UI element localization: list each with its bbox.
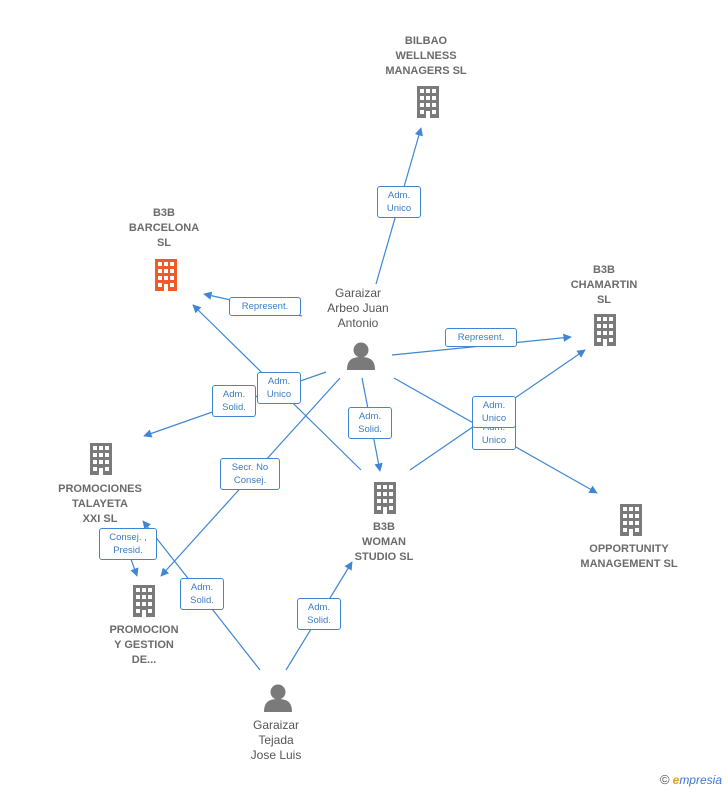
building-icon: [90, 443, 112, 475]
node-b3b-barcelona-label[interactable]: B3B BARCELONA SL: [128, 207, 200, 249]
empresia-logo-icon: e: [672, 773, 680, 787]
node-b3b-woman-label[interactable]: B3B WOMAN STUDIO SL: [354, 521, 414, 563]
building-icon: [417, 86, 439, 118]
edge-label-adm-unico-bilbao: Adm. Unico: [377, 186, 421, 218]
node-promocion-gestion-label[interactable]: PROMOCION Y GESTION DE...: [109, 624, 179, 666]
edge-label-adm-unico-chamartin: Adm. Unico: [472, 396, 516, 428]
edge-label-secr-no-consej: Secr. No Consej.: [220, 458, 280, 490]
copyright-footer: ©empresia: [660, 772, 722, 787]
edge-label-represent-chamartin: Represent.: [445, 328, 517, 347]
node-bilbao-label[interactable]: BILBAO WELLNESS MANAGERS SL: [385, 35, 467, 77]
brand-name: mpresia: [679, 773, 722, 787]
person-icon: [347, 342, 375, 370]
node-garaizar-jose-label[interactable]: Garaizar Tejada Jose Luis: [250, 718, 302, 762]
node-opportunity-label[interactable]: OPPORTUNITY MANAGEMENT SL: [580, 543, 678, 570]
edge-label-adm-solid-jose-talayeta: Adm. Solid.: [180, 578, 224, 610]
node-promociones-talayeta-label[interactable]: PROMOCIONES TALAYETA XXI SL: [58, 483, 142, 525]
person-icon: [264, 684, 292, 712]
edge-label-adm-solid-woman: Adm. Solid.: [348, 407, 392, 439]
copyright-symbol: ©: [660, 772, 670, 787]
building-icon: [133, 585, 155, 617]
node-garaizar-juan-label[interactable]: Garaizar Arbeo Juan Antonio: [327, 286, 389, 330]
edge-label-consej-presid: Consej. , Presid.: [99, 528, 157, 560]
edge-label-represent-barcelona: Represent.: [229, 297, 301, 316]
building-icon: [374, 482, 396, 514]
node-b3b-chamartin-label[interactable]: B3B CHAMARTIN SL: [570, 264, 638, 306]
building-icon: [594, 314, 616, 346]
edge-label-adm-solid-talayeta: Adm. Solid.: [212, 385, 256, 417]
building-icon: [155, 259, 177, 291]
edge-label-adm-solid-jose-woman: Adm. Solid.: [297, 598, 341, 630]
edge-label-adm-unico-barcelona: Adm. Unico: [257, 372, 301, 404]
building-icon: [620, 504, 642, 536]
